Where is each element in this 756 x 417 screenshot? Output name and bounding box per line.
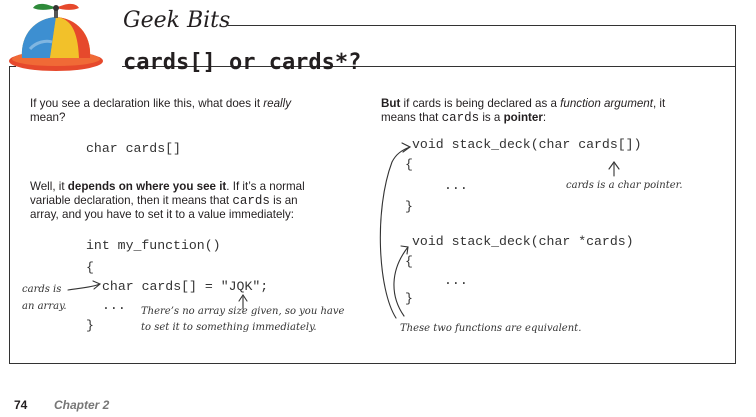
page-number: 74 bbox=[14, 398, 28, 412]
left-paragraph-1: If you see a declaration like this, what… bbox=[30, 97, 292, 124]
code-line: int my_function() bbox=[86, 238, 221, 253]
note-array-line2: an array. bbox=[22, 301, 67, 312]
code-line: ... bbox=[102, 298, 126, 313]
code-line: void stack_deck(char *cards) bbox=[412, 234, 634, 249]
code-line: { bbox=[86, 260, 94, 275]
section-title: Geek Bits bbox=[123, 8, 231, 33]
note-size-line1: There’s no array size given, so you have bbox=[141, 306, 345, 317]
code-declaration: char cards[] bbox=[86, 141, 181, 156]
page-title: cards[] or cards*? bbox=[123, 50, 362, 75]
chapter-label: Chapter 2 bbox=[54, 398, 110, 412]
header-rule bbox=[228, 25, 736, 26]
code-line: ... bbox=[444, 273, 468, 288]
code-line: } bbox=[405, 199, 413, 214]
code-line: } bbox=[405, 291, 413, 306]
code-line: } bbox=[86, 318, 94, 333]
right-paragraph: But if cards is being declared as a func… bbox=[381, 97, 666, 125]
code-line: void stack_deck(char cards[]) bbox=[412, 137, 642, 152]
content-frame bbox=[9, 66, 736, 364]
note-size-line2: to set it to something immediately. bbox=[141, 322, 317, 333]
left-paragraph-2: Well, it depends on where you see it. If… bbox=[30, 180, 305, 221]
note-equivalent: These two functions are equivalent. bbox=[400, 323, 582, 334]
propeller-cap-icon bbox=[9, 3, 103, 71]
code-line: char cards[] = "JQK"; bbox=[102, 279, 269, 294]
code-line: { bbox=[405, 157, 413, 172]
note-pointer: cards is a char pointer. bbox=[566, 180, 683, 191]
code-line: { bbox=[405, 254, 413, 269]
header-rule-corner bbox=[735, 25, 736, 67]
note-array-line1: cards is bbox=[22, 284, 62, 295]
code-line: ... bbox=[444, 178, 468, 193]
